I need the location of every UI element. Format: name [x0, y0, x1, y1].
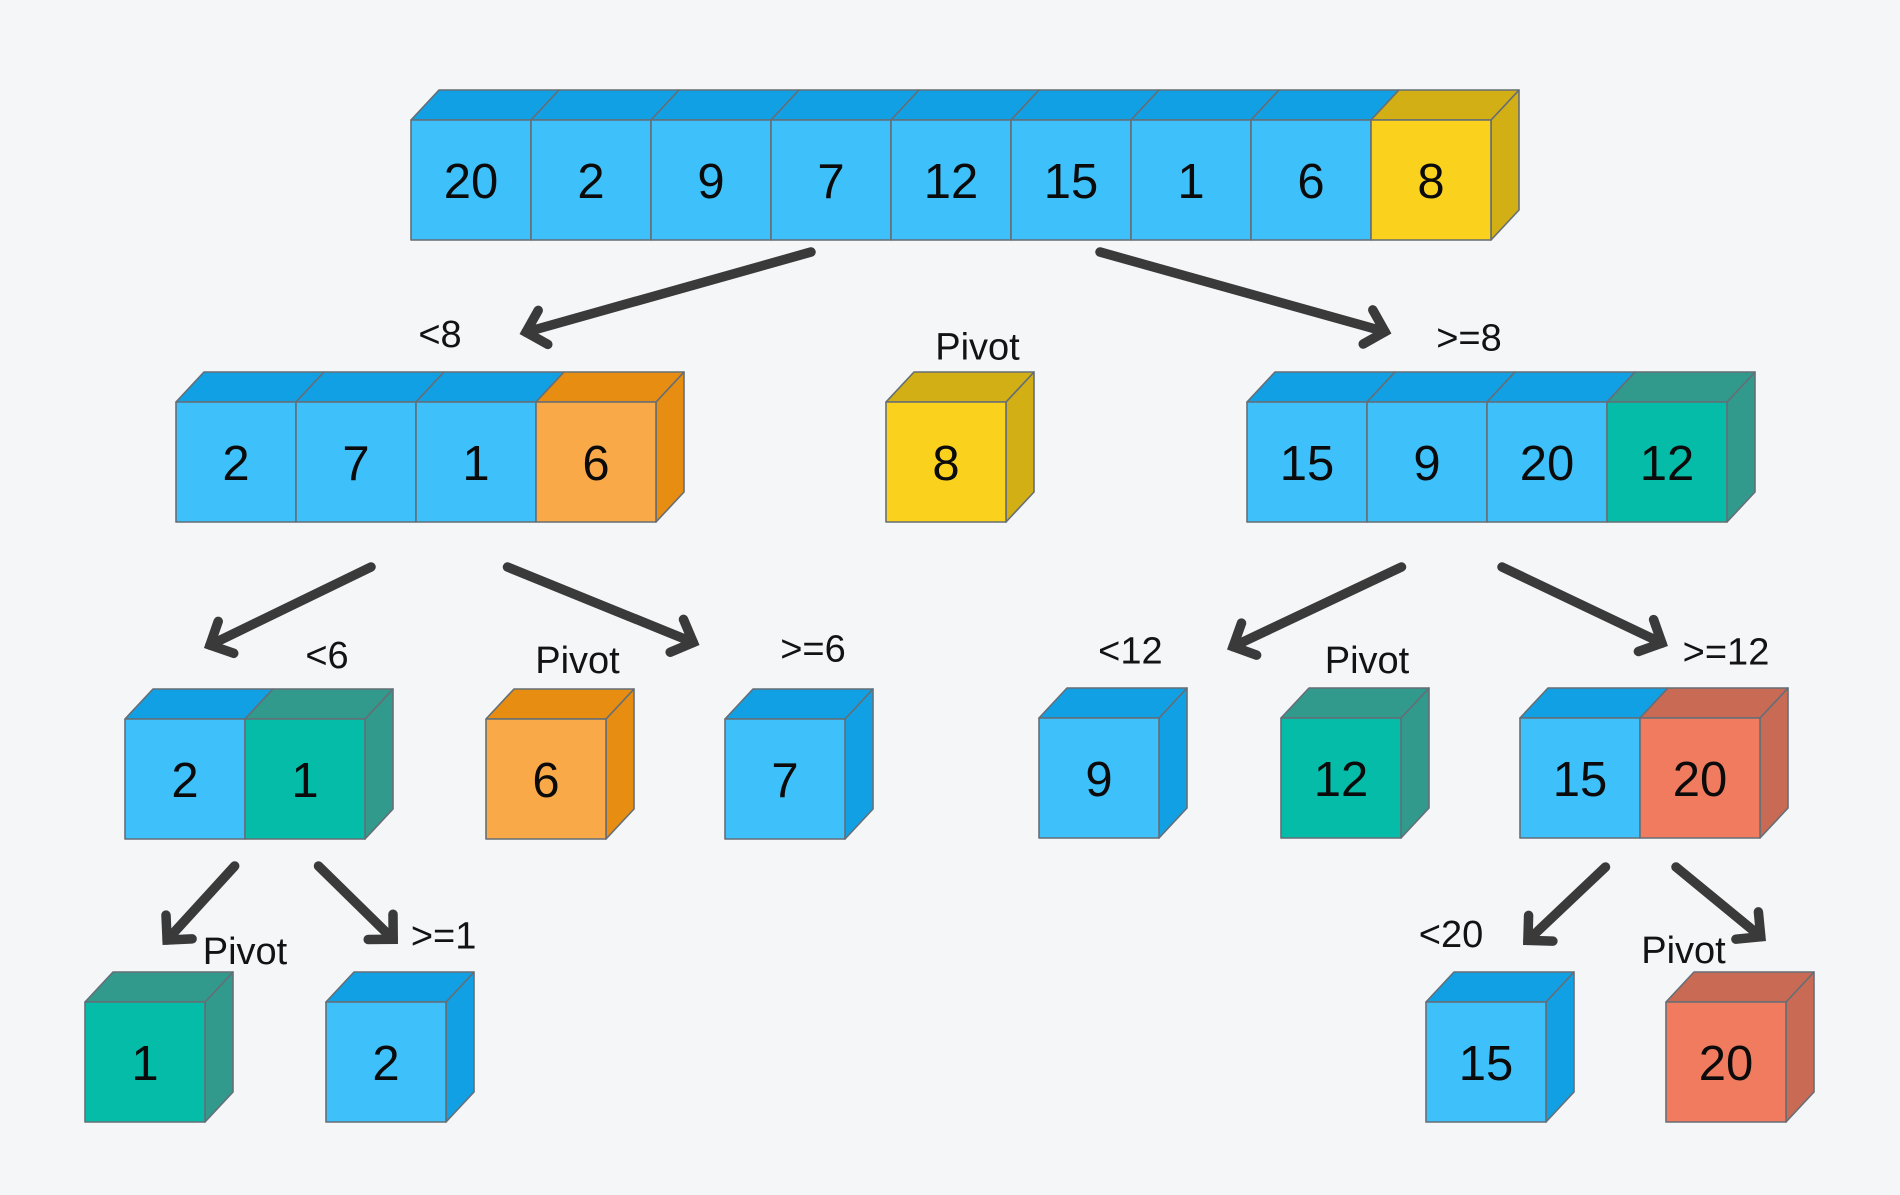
svg-text:15: 15: [1459, 1037, 1514, 1091]
svg-text:>=12: >=12: [1683, 632, 1770, 674]
svg-text:>=1: >=1: [411, 916, 477, 958]
svg-text:Pivot: Pivot: [203, 931, 288, 973]
svg-text:<20: <20: [1419, 914, 1483, 956]
svg-text:20: 20: [1520, 437, 1575, 491]
svg-text:<8: <8: [418, 314, 461, 356]
svg-text:2: 2: [577, 155, 604, 209]
svg-text:<6: <6: [305, 635, 348, 677]
svg-text:20: 20: [444, 155, 499, 209]
svg-text:15: 15: [1044, 155, 1099, 209]
svg-text:9: 9: [1085, 753, 1112, 807]
svg-text:1: 1: [1177, 155, 1204, 209]
svg-text:15: 15: [1280, 437, 1335, 491]
svg-text:8: 8: [1417, 155, 1444, 209]
svg-text:20: 20: [1699, 1037, 1754, 1091]
svg-text:>=8: >=8: [1436, 318, 1502, 360]
svg-text:15: 15: [1553, 753, 1608, 807]
svg-text:1: 1: [291, 754, 318, 808]
svg-text:Pivot: Pivot: [1641, 930, 1726, 972]
svg-text:9: 9: [1413, 437, 1440, 491]
svg-text:>=6: >=6: [780, 629, 846, 671]
svg-text:12: 12: [1640, 437, 1695, 491]
svg-text:2: 2: [171, 754, 198, 808]
svg-text:12: 12: [924, 155, 979, 209]
svg-text:7: 7: [771, 754, 798, 808]
svg-text:Pivot: Pivot: [535, 640, 620, 682]
svg-text:7: 7: [342, 437, 369, 491]
svg-text:9: 9: [697, 155, 724, 209]
svg-text:2: 2: [372, 1037, 399, 1091]
svg-text:7: 7: [817, 155, 844, 209]
svg-text:Pivot: Pivot: [1325, 640, 1410, 682]
svg-text:<12: <12: [1098, 631, 1162, 673]
svg-text:20: 20: [1673, 753, 1728, 807]
svg-text:2: 2: [222, 437, 249, 491]
svg-text:6: 6: [582, 437, 609, 491]
svg-text:1: 1: [462, 437, 489, 491]
svg-text:6: 6: [532, 754, 559, 808]
svg-text:8: 8: [932, 437, 959, 491]
svg-text:Pivot: Pivot: [935, 327, 1020, 369]
svg-text:12: 12: [1314, 753, 1369, 807]
svg-text:1: 1: [131, 1037, 158, 1091]
svg-text:6: 6: [1297, 155, 1324, 209]
